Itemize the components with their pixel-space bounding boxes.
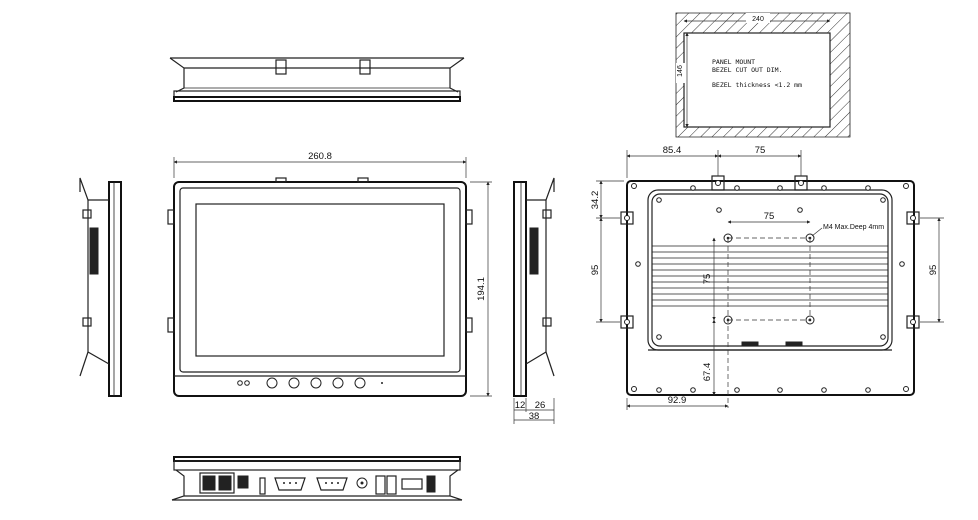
usb-port-a: [375, 475, 386, 495]
front-sensor: [381, 382, 383, 384]
usb-port-b: [386, 475, 397, 495]
rear-top-offset-label: 34.2: [590, 191, 601, 210]
front-button-4: [332, 377, 344, 389]
power-switch: [426, 475, 436, 493]
heatsink-fins: [652, 245, 888, 307]
mount-note-line3: BEZEL thickness <1.2 mm: [712, 81, 802, 89]
cutout-height-label: 146: [677, 65, 684, 77]
rear-side-height-right-label: 95: [928, 265, 939, 276]
depth-bezel-label: 12: [515, 400, 526, 411]
vesa-horizontal-label: 75: [764, 211, 775, 222]
depth-body-label: 26: [535, 400, 546, 411]
depth-total-label: 38: [529, 411, 540, 422]
front-view: 260.8 194.1: [167, 151, 492, 397]
mount-note-line2: BEZEL CUT OUT DIM.: [712, 66, 782, 74]
rear-offset-left-label: 85.4: [663, 145, 682, 156]
rear-bottom-left-label: 92.9: [668, 395, 687, 406]
left-side-view: [79, 177, 122, 397]
rear-side-height-left-label: 95: [590, 265, 601, 276]
rear-bottom-offset-label: 67.4: [702, 363, 713, 382]
front-button-5: [354, 377, 366, 389]
serial-port-1: [274, 477, 306, 491]
cutout-width-label: 240: [752, 16, 764, 23]
bottom-view: [171, 456, 463, 501]
rear-view: M4 Max.Deep 4mm 75 75 85.4 75 34.2 95 95…: [590, 145, 944, 410]
rear-bracket-spacing-label: 75: [755, 145, 766, 156]
vesa-holes: [723, 233, 815, 408]
terminal-block: [401, 478, 423, 490]
front-button-1: [266, 377, 278, 389]
front-button-3: [310, 377, 322, 389]
usb-port-stack: [237, 475, 249, 489]
serial-port-2: [316, 477, 348, 491]
indicator-led-1: [237, 380, 243, 386]
vesa-vertical-label: 75: [702, 274, 713, 285]
front-button-2: [288, 377, 300, 389]
panel-cutout-view: 240 146 PANEL MOUNT BEZEL CUT OUT DIM. B…: [675, 12, 851, 138]
lan-port-block: [199, 472, 235, 494]
indicator-led-2: [244, 380, 250, 386]
mount-note-line1: PANEL MOUNT: [712, 58, 755, 66]
top-view: [169, 57, 465, 102]
vesa-hole-note: M4 Max.Deep 4mm: [823, 224, 884, 231]
overall-width-label: 260.8: [308, 151, 332, 162]
right-side-view: 12 26 38: [513, 177, 555, 424]
overall-height-label: 194.1: [476, 277, 487, 301]
